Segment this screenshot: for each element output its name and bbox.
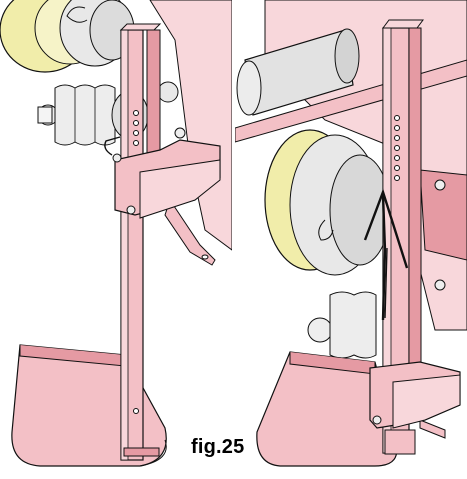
panel-divider xyxy=(232,0,235,479)
rubber-wheel xyxy=(264,129,391,276)
leg-tube xyxy=(119,23,162,461)
right-illustration-panel xyxy=(235,0,467,479)
clamp-sleeve xyxy=(104,127,221,219)
hydraulic-cylinder xyxy=(236,28,360,116)
up-arrow-icon xyxy=(363,188,409,321)
left-support-leg-drawing xyxy=(0,0,232,467)
frame-plate xyxy=(149,0,232,251)
rubber-wheel xyxy=(0,0,135,73)
rear-bracket xyxy=(164,198,216,266)
right-support-leg-drawing xyxy=(235,0,467,467)
bellows-boot xyxy=(307,291,377,359)
side-block xyxy=(419,169,467,261)
figure-caption: fig.25 xyxy=(191,436,245,458)
clamp-sleeve xyxy=(369,361,461,455)
left-illustration-panel xyxy=(0,0,232,479)
